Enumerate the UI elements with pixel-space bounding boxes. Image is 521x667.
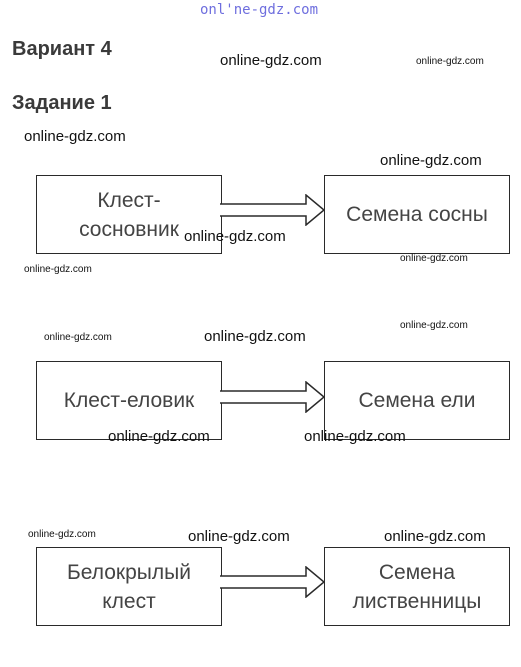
arrow-icon-2 — [220, 381, 326, 413]
predator-box-3: Белокрылый клест — [36, 547, 222, 626]
watermark: online-gdz.com — [24, 128, 126, 145]
food-label-3b: лиственницы — [352, 589, 482, 613]
food-box-3: Семена лиственницы — [324, 547, 510, 626]
watermark: online-gdz.com — [44, 332, 112, 343]
watermark: online-gdz.com — [184, 228, 286, 245]
predator-label-2a: Клест-еловик — [63, 389, 195, 412]
watermark: online-gdz.com — [108, 428, 210, 445]
watermark: online-gdz.com — [220, 52, 322, 69]
predator-box-1: Клест- сосновник — [36, 175, 222, 254]
food-label-2a: Семена ели — [358, 389, 476, 412]
predator-label-1a: Клест- — [97, 188, 161, 212]
food-box-2: Семена ели — [324, 361, 510, 440]
watermark: online-gdz.com — [24, 264, 92, 275]
food-label-1a: Семена сосны — [346, 203, 488, 226]
food-box-1: Семена сосны — [324, 175, 510, 254]
variant-title: Вариант 4 — [12, 38, 112, 60]
food-label-3a: Семена — [378, 560, 456, 584]
watermark: online-gdz.com — [28, 529, 96, 540]
arrow-icon-1 — [220, 194, 326, 226]
task-title: Задание 1 — [12, 92, 112, 114]
watermark: online-gdz.com — [204, 328, 306, 345]
predator-label-3a: Белокрылый — [67, 560, 191, 584]
predator-label-3b: клест — [102, 589, 156, 613]
arrow-icon-3 — [220, 566, 326, 598]
watermark: online-gdz.com — [188, 528, 290, 545]
watermark: online-gdz.com — [400, 253, 468, 264]
predator-label-1b: сосновник — [79, 217, 179, 241]
watermark: online-gdz.com — [304, 428, 406, 445]
watermark: online-gdz.com — [400, 320, 468, 331]
watermark: online-gdz.com — [384, 528, 486, 545]
watermark: online-gdz.com — [416, 56, 484, 67]
watermark-top: onl'ne-gdz.com — [200, 2, 319, 18]
watermark: online-gdz.com — [380, 152, 482, 169]
